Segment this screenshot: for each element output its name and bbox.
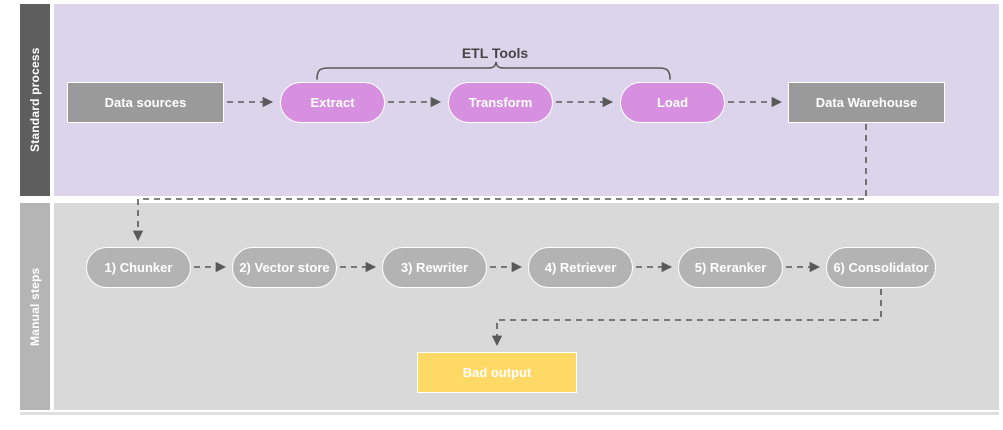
bottom-divider	[20, 412, 999, 415]
lane-manual-steps-label: Manual steps	[20, 203, 50, 410]
node-consolidator[interactable]: 6) Consolidator	[826, 247, 936, 288]
node-reranker-label: 5) Reranker	[694, 260, 767, 275]
node-vector-store[interactable]: 2) Vector store	[232, 247, 337, 288]
node-rewriter-label: 3) Rewriter	[400, 260, 469, 275]
node-data-sources-label: Data sources	[104, 95, 187, 110]
node-data-warehouse-label: Data Warehouse	[815, 95, 918, 110]
node-retriever[interactable]: 4) Retriever	[528, 247, 633, 288]
node-load[interactable]: Load	[620, 82, 725, 123]
node-extract[interactable]: Extract	[280, 82, 385, 123]
node-rewriter[interactable]: 3) Rewriter	[382, 247, 487, 288]
node-load-label: Load	[656, 95, 689, 110]
node-chunker[interactable]: 1) Chunker	[86, 247, 191, 288]
node-data-sources[interactable]: Data sources	[67, 82, 224, 123]
node-bad-output-label: Bad output	[462, 365, 532, 380]
node-extract-label: Extract	[310, 95, 355, 110]
node-chunker-label: 1) Chunker	[104, 260, 173, 275]
node-consolidator-label: 6) Consolidator	[833, 260, 929, 275]
node-vector-store-label: 2) Vector store	[239, 260, 330, 275]
lane-standard-process-label: Standard process	[20, 4, 50, 196]
etl-tools-label: ETL Tools	[461, 45, 529, 61]
node-transform[interactable]: Transform	[448, 82, 553, 123]
node-reranker[interactable]: 5) Reranker	[678, 247, 783, 288]
node-bad-output[interactable]: Bad output	[417, 352, 577, 393]
node-data-warehouse[interactable]: Data Warehouse	[788, 82, 945, 123]
node-retriever-label: 4) Retriever	[544, 260, 617, 275]
node-transform-label: Transform	[468, 95, 533, 110]
